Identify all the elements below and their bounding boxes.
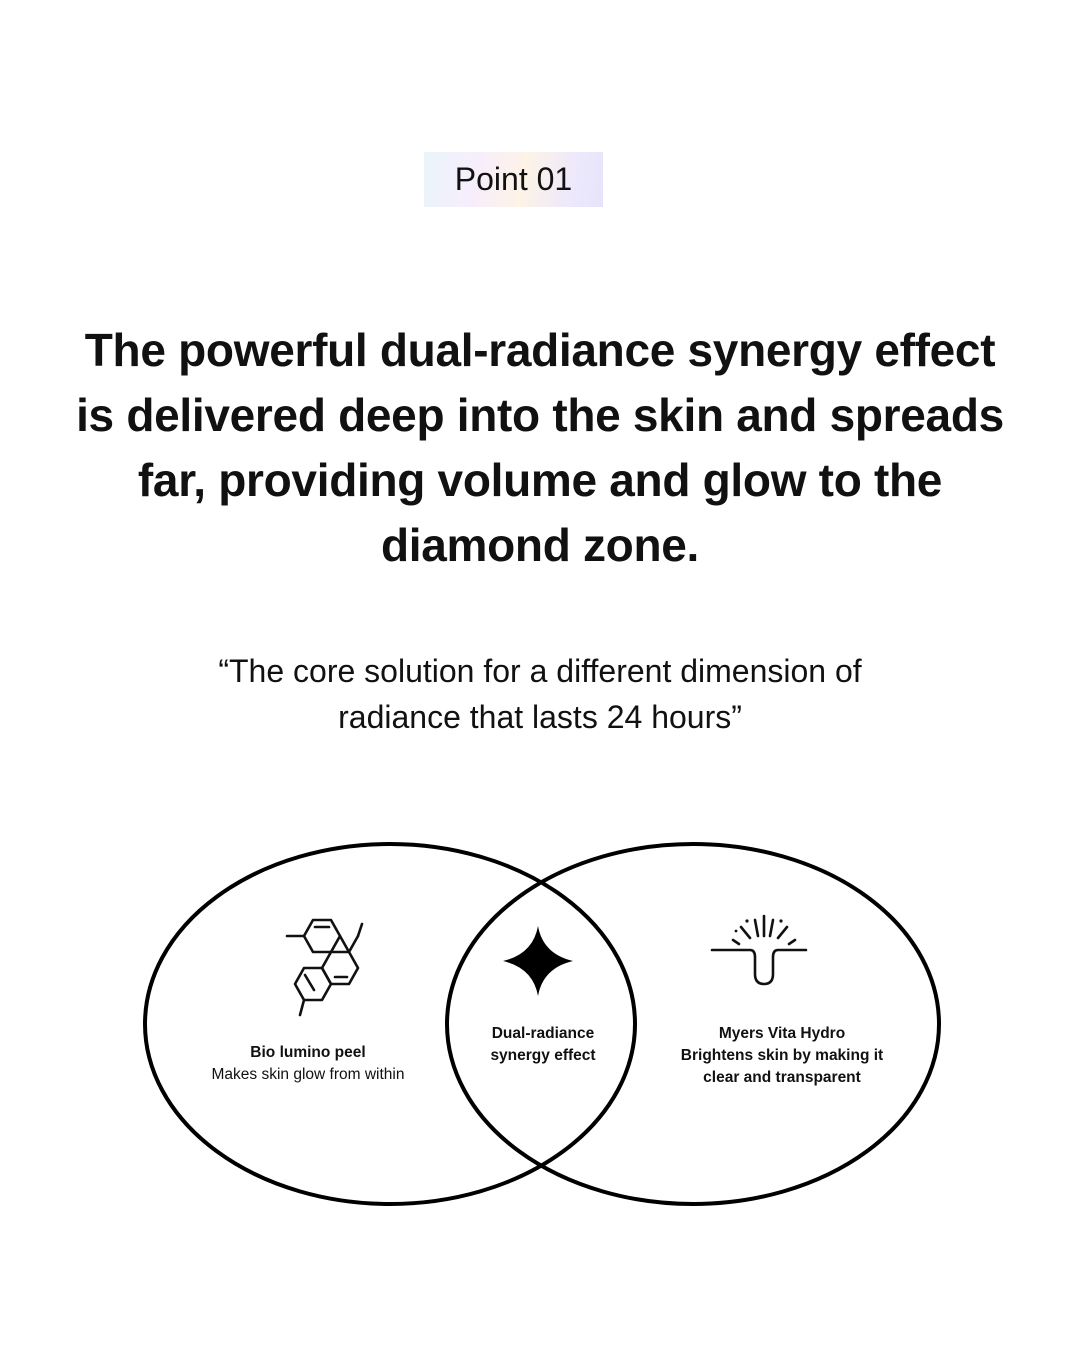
right-description-line: clear and transparent: [703, 1069, 861, 1086]
headline-line: far, providing volume and glow to the: [137, 454, 943, 506]
left-title: Bio lumino peel: [250, 1044, 366, 1061]
point-badge: Point 01: [424, 152, 603, 207]
sparkle-star-icon: [503, 926, 573, 996]
center-line: synergy effect: [490, 1047, 596, 1064]
headline: The powerful dual-radiance synergy effec…: [40, 318, 1040, 578]
quote: “The core solution for a different dimen…: [90, 648, 990, 740]
molecule-icon: [285, 918, 364, 1017]
headline-line: diamond zone.: [380, 519, 700, 571]
right-description-line: Brightens skin by making it: [680, 1047, 884, 1064]
right-title: Myers Vita Hydro: [718, 1025, 846, 1042]
skin-pore-radiance-icon: [710, 914, 808, 986]
headline-line: The powerful dual-radiance synergy effec…: [84, 324, 996, 376]
center-line: Dual-radiance: [491, 1025, 595, 1042]
right-ellipse: [445, 842, 941, 1206]
headline-line: is delivered deep into the skin and spre…: [76, 389, 1004, 441]
point-badge-label: Point 01: [454, 161, 573, 197]
quote-line: radiance that lasts 24 hours”: [338, 699, 742, 735]
quote-line: “The core solution for a different dimen…: [218, 653, 862, 689]
left-description: Makes skin glow from within: [211, 1066, 405, 1083]
left-ellipse: [143, 842, 637, 1206]
center-label: Dual-radiance synergy effect: [463, 1023, 623, 1067]
venn-svg: [143, 842, 941, 1206]
venn-diagram: Bio lumino peel Makes skin glow from wit…: [0, 830, 1080, 1230]
right-label: Myers Vita Hydro Brightens skin by makin…: [662, 1023, 902, 1089]
left-label: Bio lumino peel Makes skin glow from wit…: [188, 1042, 428, 1086]
